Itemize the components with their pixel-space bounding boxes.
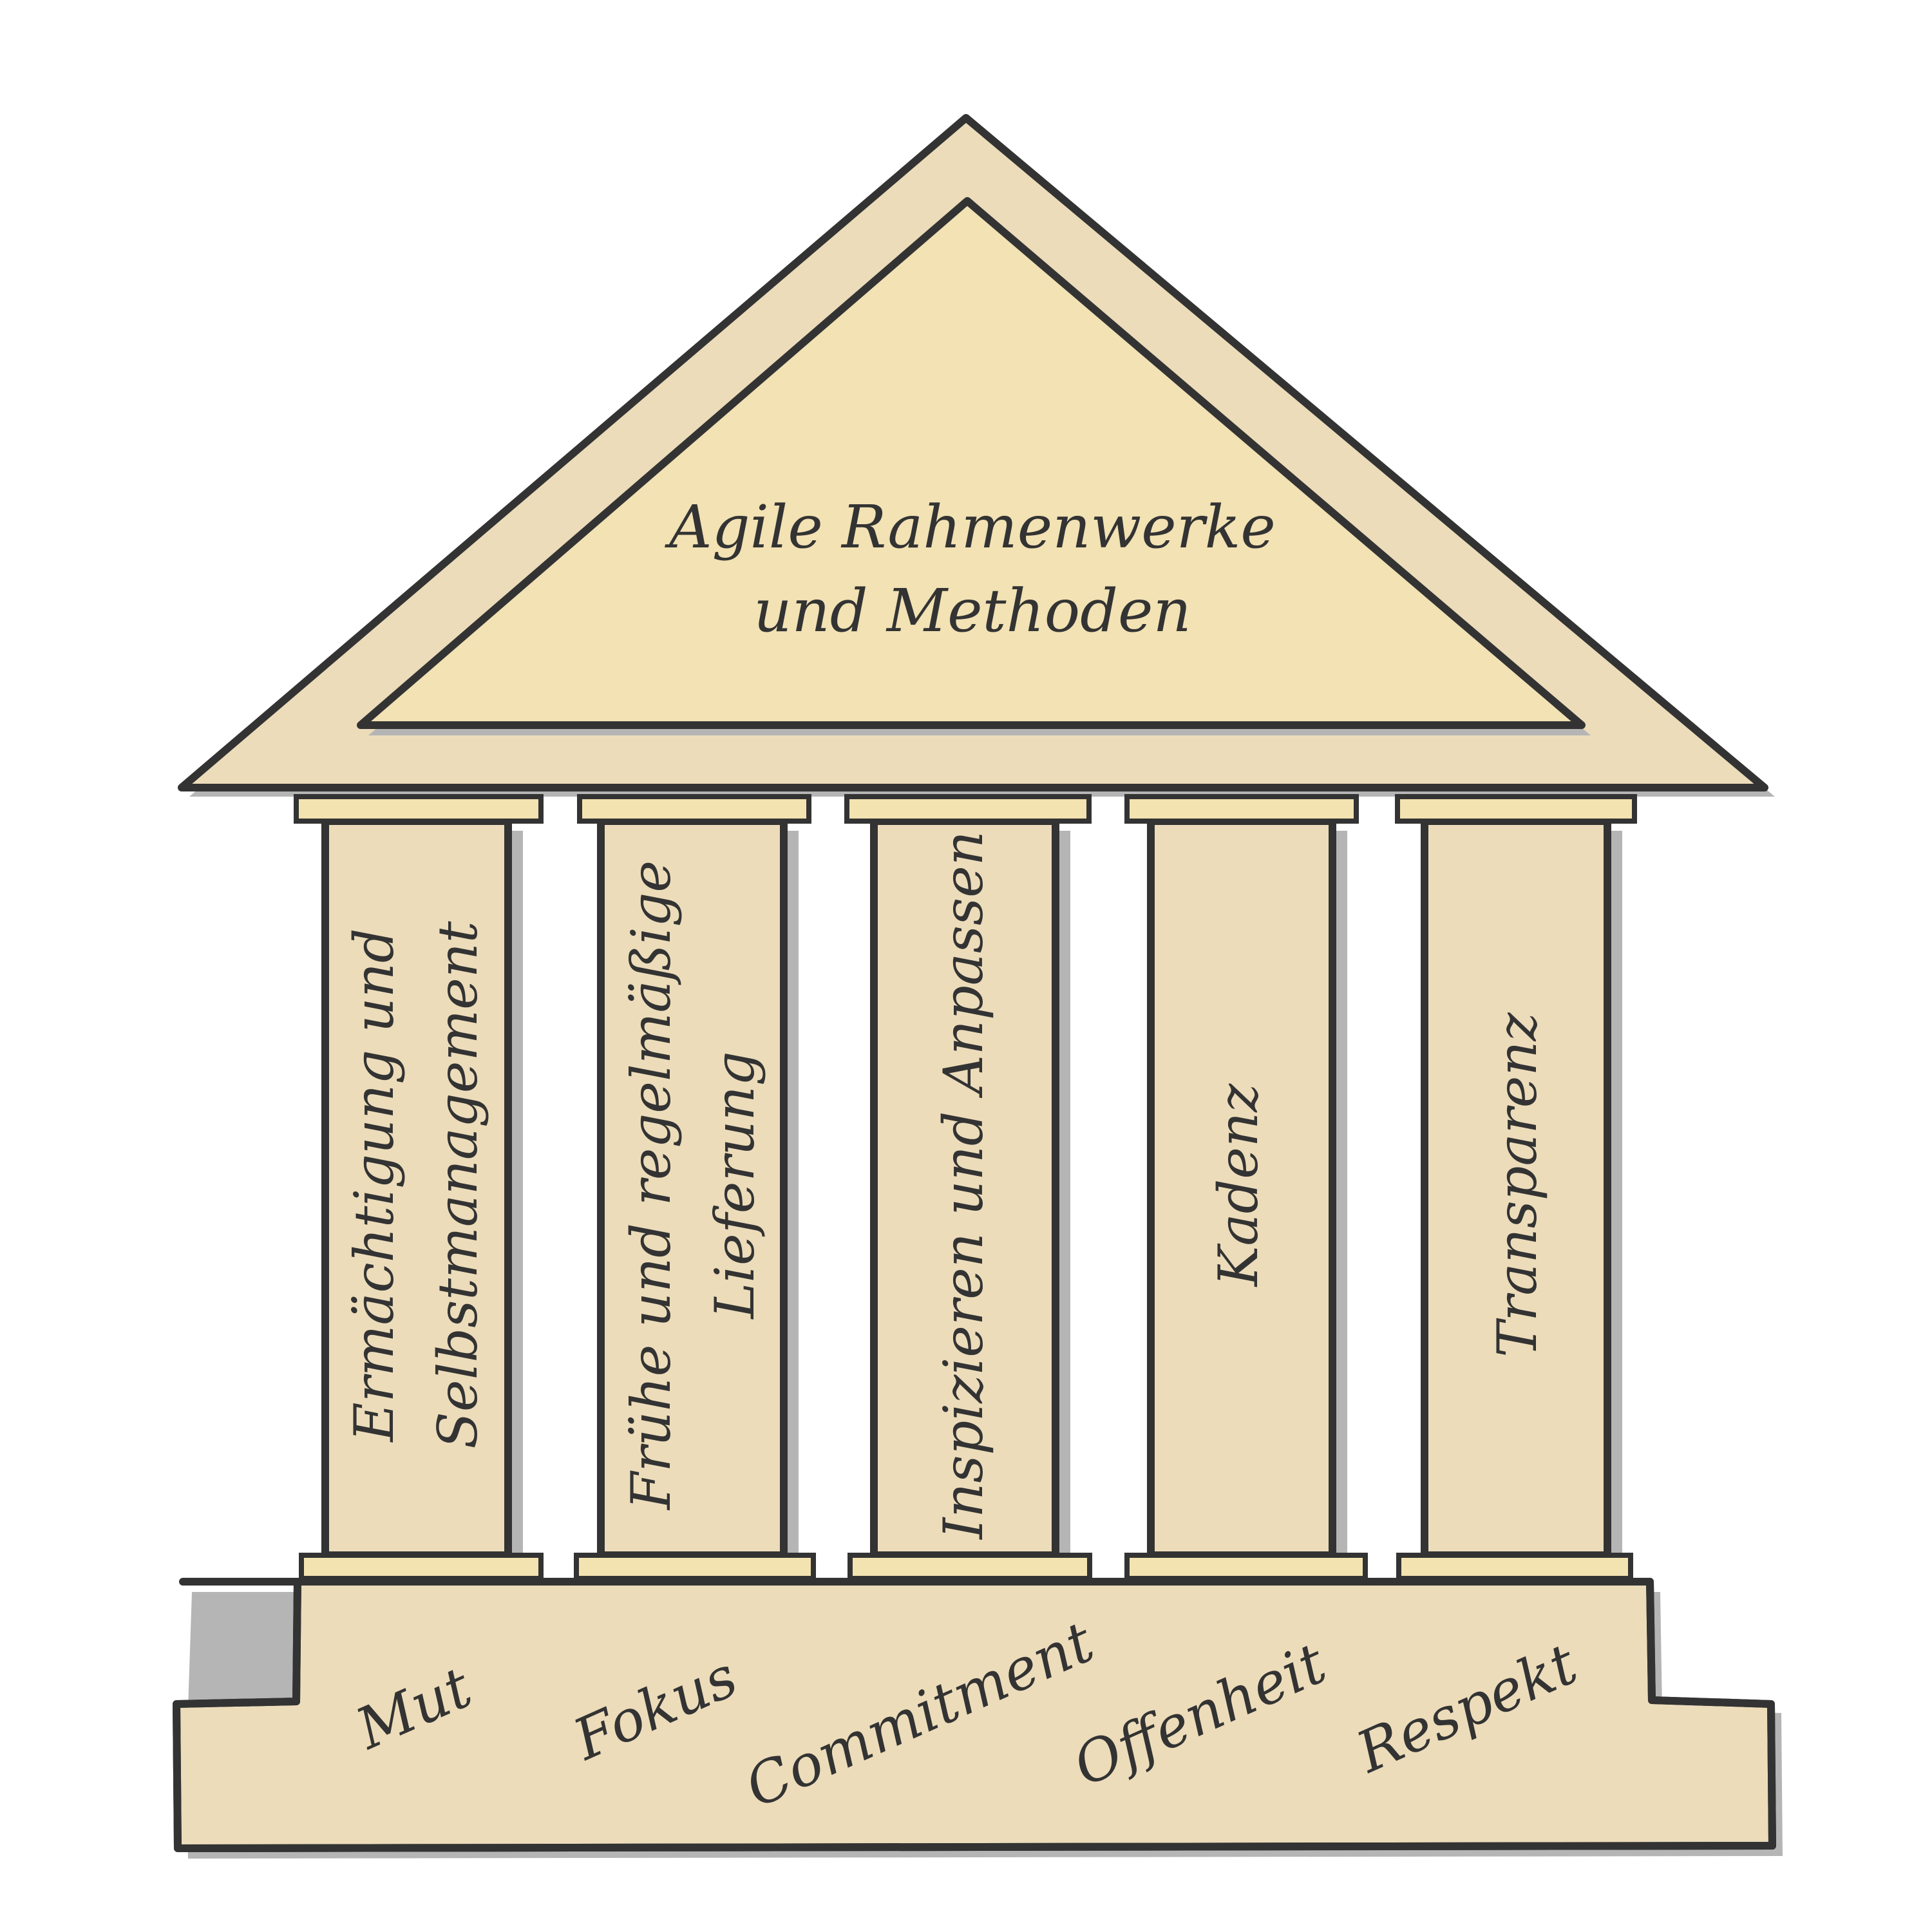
pillar: Ermächtigung und Selbstmanagement	[294, 794, 544, 1581]
pillar-capital	[1124, 794, 1359, 824]
roof-title-line-2: und Methoden	[753, 576, 1191, 645]
pillar-label-line-2: Selbstmanagement	[426, 921, 489, 1449]
roof-title-line-1: Agile Rahmenwerke	[664, 493, 1276, 562]
roof: Agile Rahmenwerke und Methoden	[178, 114, 1775, 797]
roof-inner	[357, 197, 1586, 729]
pillar-shaft	[1147, 817, 1336, 1559]
pillar: Inspizieren und Anpassen	[844, 794, 1092, 1581]
pillar-base	[1396, 1553, 1633, 1581]
pillar: Frühe und regelmäßige Lieferung	[574, 794, 816, 1581]
pillar-label-line-1: Inspizieren und Anpassen	[932, 831, 995, 1540]
pillar-base	[848, 1553, 1092, 1581]
pillar-capital	[294, 794, 544, 824]
pillar: Transparenz	[1395, 794, 1637, 1581]
pillar-label-line-1: Frühe und regelmäßige	[620, 860, 683, 1511]
pillar-base	[574, 1553, 816, 1581]
pillar-base	[299, 1553, 544, 1581]
pillar-base	[1124, 1553, 1368, 1581]
foundation: Mut Fokus Commitment Offenheit Respekt	[173, 1578, 1783, 1859]
pillar-shaft	[1421, 817, 1611, 1559]
foundation-outline	[173, 1578, 1776, 1852]
pillar-label-line-1: Transparenz	[1486, 1012, 1549, 1357]
pillar-shaft	[870, 817, 1059, 1559]
pillar-label-line-1: Ermächtigung und	[343, 928, 406, 1443]
pillar-capital	[1395, 794, 1637, 824]
pillar-capital	[577, 794, 811, 824]
pillar-label-line-2: Lieferung	[703, 1051, 766, 1320]
pillar: Kadenz	[1124, 794, 1368, 1581]
pillar-label-line-1: Kadenz	[1207, 1083, 1270, 1287]
pillar-capital	[844, 794, 1092, 824]
